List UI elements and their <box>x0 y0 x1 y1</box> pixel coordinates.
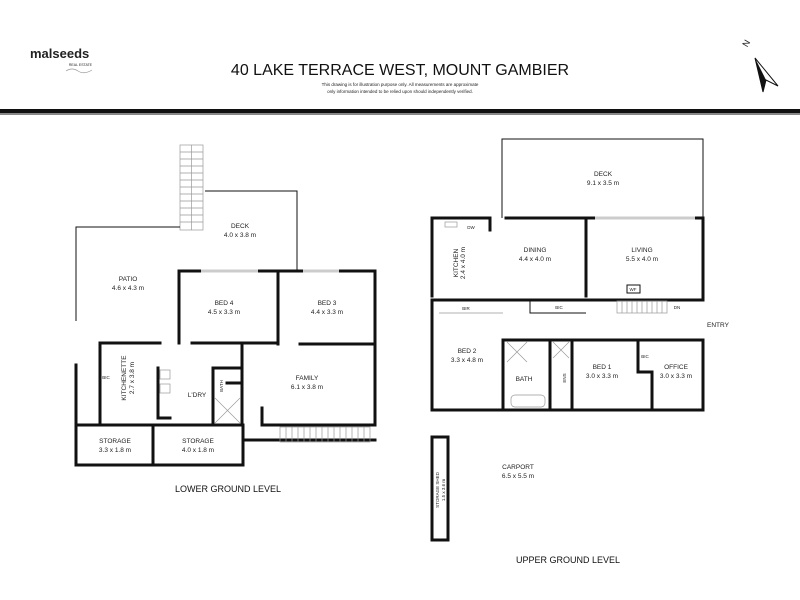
room-label: BATH <box>516 376 533 383</box>
deck-outline <box>205 190 298 271</box>
room-size: 4.4 x 3.3 m <box>311 309 343 316</box>
room-label: KITCHENETTE <box>121 355 128 401</box>
deck-outline <box>501 138 704 218</box>
room-label: STORAGE <box>99 438 131 445</box>
room-label: BATH <box>219 380 224 392</box>
room-label: DW <box>467 225 475 230</box>
room-label: BED 1 <box>593 364 612 371</box>
room-label: WF <box>630 287 637 292</box>
room-label: BED 4 <box>215 300 234 307</box>
room-label: L'DRY <box>188 392 207 399</box>
page-title: 40 LAKE TERRACE WEST, MOUNT GAMBIER <box>231 62 569 79</box>
room-size: 3.3 x 1.8 m <box>99 447 131 454</box>
room-label: BED 2 <box>458 348 477 355</box>
room-size: 4.6 x 4.3 m <box>112 285 144 292</box>
room-size: 6.5 x 5.5 m <box>502 473 534 480</box>
room-size: 4.0 x 3.8 m <box>224 232 256 239</box>
room-label: BIC <box>555 305 563 310</box>
stairs <box>279 426 371 443</box>
logo-subtext: REAL ESTATE <box>69 63 93 67</box>
room-size: 5.5 x 4.0 m <box>626 256 658 263</box>
room-size: 4.5 x 3.3 m <box>208 309 240 316</box>
storage-walls <box>74 423 377 467</box>
upper-ground-plan: DECK 9.1 x 3.5 m DINING 4.4 x 4.0 m LIVI… <box>430 138 730 565</box>
logo-signature <box>65 68 93 74</box>
room-label: FAMILY <box>296 375 319 382</box>
room-size: 3.0 x 3.3 m <box>586 373 618 380</box>
room-label: BED 3 <box>318 300 337 307</box>
room-size: 4.4 x 4.0 m <box>519 256 551 263</box>
room-label: STORAGE SHED <box>435 471 440 507</box>
room-walls <box>430 298 705 412</box>
north-label: N <box>740 38 752 49</box>
room-size: 3.0 x 3.3 m <box>660 373 692 380</box>
room-label: BIC <box>641 354 649 359</box>
room-label: ENS <box>562 373 567 382</box>
room-size: 1.5 x 3.6 m <box>441 479 446 502</box>
level-label: UPPER GROUND LEVEL <box>516 555 620 565</box>
room-size: 9.1 x 3.5 m <box>587 180 619 187</box>
logo: malseeds REAL ESTATE <box>30 46 93 74</box>
room-label: CARPORT <box>502 464 534 471</box>
room-label: KITCHEN <box>453 248 460 277</box>
room-label: DECK <box>231 223 250 230</box>
header-divider-shadow <box>0 113 800 115</box>
lower-ground-plan: DECK 4.0 x 3.8 m PATIO 4.6 x 4.3 m BED 4… <box>74 144 377 494</box>
room-label: DN <box>674 305 681 310</box>
north-arrow-icon: N <box>740 38 779 93</box>
room-label: PATIO <box>119 276 138 283</box>
room-label: BIR <box>462 306 470 311</box>
room-label: STORAGE <box>182 438 214 445</box>
room-label: DINING <box>524 247 547 254</box>
entry-label: ENTRY <box>707 322 730 329</box>
room-label: DECK <box>594 171 613 178</box>
room-size: 2.4 x 4.0 m <box>460 247 467 279</box>
storage-shed <box>430 435 450 542</box>
room-label: OFFICE <box>664 364 688 371</box>
logo-text: malseeds <box>30 46 89 61</box>
room-size: 4.0 x 1.8 m <box>182 447 214 454</box>
room-size: 3.3 x 4.8 m <box>451 357 483 364</box>
level-label: LOWER GROUND LEVEL <box>175 484 281 494</box>
room-size: 2.7 x 3.8 m <box>129 362 136 394</box>
patio-outline <box>75 226 180 321</box>
disclaimer-line-1: This drawing is for illustration purpose… <box>322 82 479 87</box>
room-label: BIC <box>102 375 110 380</box>
stairs <box>179 144 204 231</box>
family-walls <box>260 342 377 427</box>
stairs <box>616 300 668 314</box>
disclaimer-line-2: only information intended to be relied u… <box>327 89 473 94</box>
header-divider <box>0 109 800 113</box>
room-label: LIVING <box>631 247 652 254</box>
room-size: 6.1 x 3.8 m <box>291 384 323 391</box>
